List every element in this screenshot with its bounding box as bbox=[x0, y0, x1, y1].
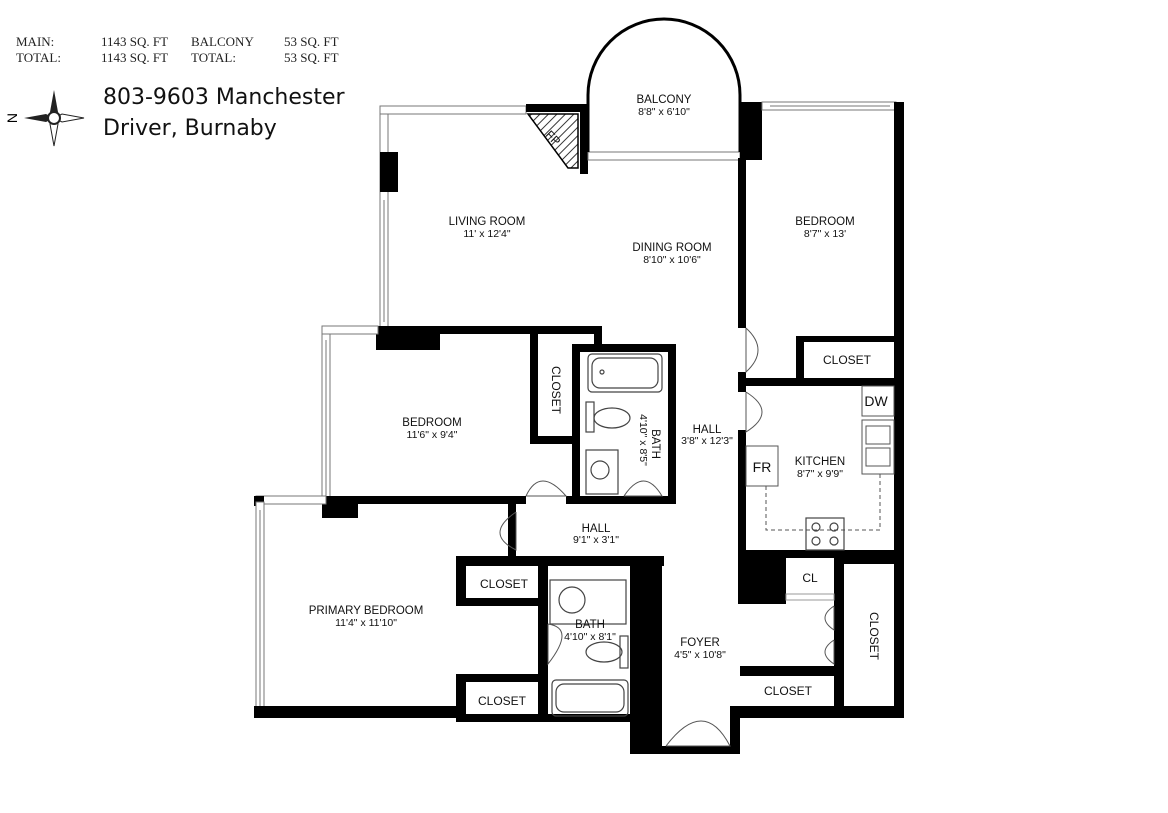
fireplace-icon: FP bbox=[526, 113, 579, 169]
room-bath-lower-name: BATH bbox=[575, 619, 605, 631]
bathtub-lower bbox=[551, 679, 629, 717]
closet-bedroom-left-label: CLOSET bbox=[549, 366, 563, 415]
room-hall-horizontal-name: HALL bbox=[582, 523, 611, 535]
room-bedroom-right-name: BEDROOM bbox=[795, 216, 854, 228]
sink-upper bbox=[585, 449, 619, 495]
area-balcony-label: BALCONY bbox=[191, 34, 254, 49]
room-living-name: LIVING ROOM bbox=[449, 216, 526, 228]
room-foyer-dims: 4'5" x 10'8" bbox=[674, 649, 726, 661]
area-total-label-2: TOTAL: bbox=[191, 50, 236, 65]
cooktop-icon bbox=[805, 517, 845, 551]
fridge-label: FR bbox=[753, 459, 772, 475]
toilet-lower bbox=[585, 635, 629, 669]
coat-closet-label: CL bbox=[802, 571, 818, 585]
room-bath-lower-dims: 4'10" x 8'1" bbox=[564, 631, 616, 643]
room-hall-vertical-dims: 3'8" x 12'3" bbox=[681, 435, 733, 447]
room-primary-name: PRIMARY BEDROOM bbox=[309, 605, 424, 617]
room-bedroom-left-dims: 11'6" x 9'4" bbox=[407, 429, 458, 441]
dishwasher-label: DW bbox=[864, 393, 888, 409]
room-balcony-dims: 8'8" x 6'10" bbox=[638, 106, 690, 118]
room-hall-horizontal-dims: 9'1" x 3'1" bbox=[573, 534, 619, 546]
walls bbox=[254, 101, 904, 754]
area-total-label: TOTAL: bbox=[16, 50, 61, 65]
room-dining-dims: 8'10" x 10'6" bbox=[643, 254, 701, 266]
room-bedroom-right-dims: 8'7" x 13' bbox=[804, 228, 846, 240]
room-bath-upper-dims: 4'10" x 8'5" bbox=[637, 414, 649, 466]
balcony-outline bbox=[586, 17, 742, 152]
address-line-1: 803-9603 Manchester bbox=[103, 85, 345, 110]
area-total-balcony-value: 53 SQ. FT bbox=[284, 50, 339, 65]
kitchen-counter bbox=[745, 385, 895, 531]
bathtub-upper bbox=[587, 353, 663, 393]
north-label: N bbox=[4, 113, 20, 123]
closet-primary-upper-label: CLOSET bbox=[480, 577, 529, 591]
area-main-value: 1143 SQ. FT bbox=[101, 34, 169, 49]
room-hall-vertical-name: HALL bbox=[693, 424, 722, 436]
toilet-upper bbox=[585, 401, 631, 433]
area-balcony-value: 53 SQ. FT bbox=[284, 34, 339, 49]
room-primary-dims: 11'4" x 11'10" bbox=[335, 617, 397, 629]
room-kitchen-name: KITCHEN bbox=[795, 456, 845, 468]
area-total-main-value: 1143 SQ. FT bbox=[101, 50, 169, 65]
closet-bedroom-right-label: CLOSET bbox=[823, 353, 872, 367]
room-balcony-name: BALCONY bbox=[637, 94, 692, 106]
room-bedroom-left-name: BEDROOM bbox=[402, 417, 461, 429]
sink-lower bbox=[549, 579, 627, 625]
closet-foyer-bottom-label: CLOSET bbox=[764, 684, 813, 698]
room-dining-name: DINING ROOM bbox=[632, 242, 711, 254]
closet-foyer-right-label: CLOSET bbox=[867, 612, 881, 661]
door-swings bbox=[499, 327, 835, 747]
room-kitchen-dims: 8'7" x 9'9" bbox=[797, 468, 843, 480]
room-living-dims: 11' x 12'4" bbox=[463, 228, 511, 240]
closet-primary-lower-label: CLOSET bbox=[478, 694, 527, 708]
room-bath-upper-name: BATH bbox=[649, 429, 661, 459]
property-address: 803-9603 Manchester Driver, Burnaby bbox=[103, 82, 345, 144]
address-line-2: Driver, Burnaby bbox=[103, 116, 277, 141]
compass-icon: N bbox=[4, 90, 85, 147]
window-markers bbox=[259, 105, 890, 706]
area-main-label: MAIN: bbox=[16, 34, 55, 49]
room-foyer-name: FOYER bbox=[680, 637, 720, 649]
